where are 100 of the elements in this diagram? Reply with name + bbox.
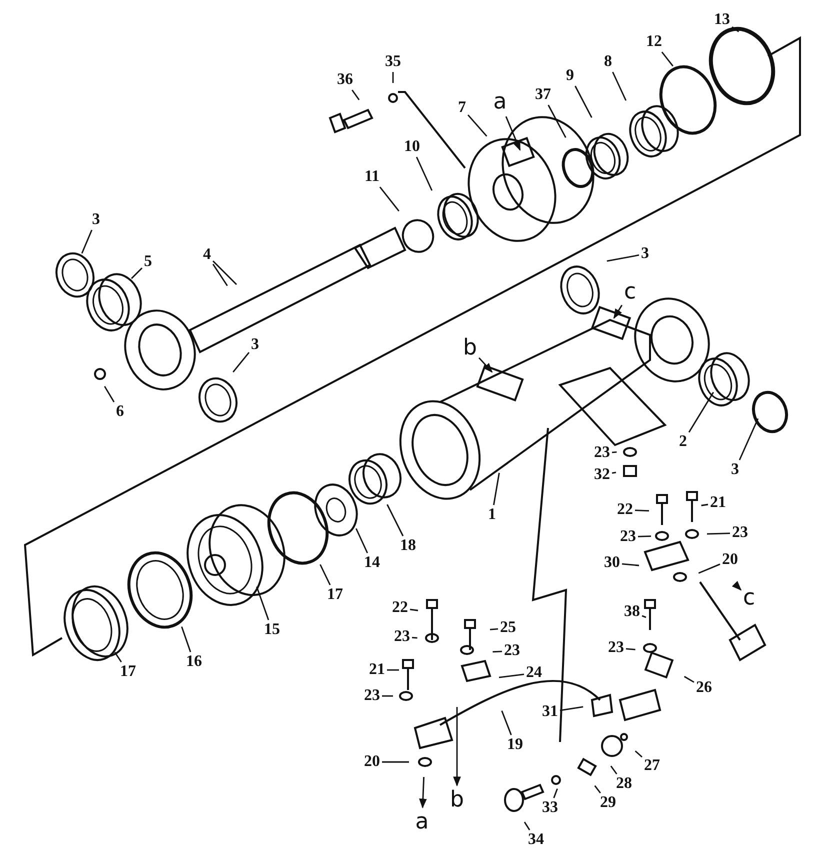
callout-number: 19 [507,737,523,753]
leader-line [498,674,524,678]
callout-number: 3 [92,212,100,228]
callout-number: 35 [385,54,401,70]
leader-line [232,352,250,373]
callout-number: 13 [714,12,730,28]
callout-number: 22 [617,502,633,518]
reference-letter: b [463,336,477,360]
leader-line [212,264,228,286]
reference-letter: a [493,90,507,114]
arrow [453,707,461,786]
callout-number: 10 [404,139,420,155]
leader-line [114,652,122,662]
callout-number: 23 [394,629,410,645]
callout-number: 3 [731,462,739,478]
leader-line [379,186,400,212]
leader-line [684,676,694,683]
callout-number: 21 [710,495,726,511]
callout-number: 36 [337,72,353,88]
callout-number: 15 [264,622,280,638]
leader-line [387,669,399,671]
leader-line [416,156,433,191]
leader-line [104,386,115,402]
leader-line [634,510,650,512]
callout-number: 23 [504,643,520,659]
callout-number: 4 [203,247,211,263]
leader-line [612,72,627,101]
reference-letter: c [624,280,636,304]
leader-line [382,695,393,697]
arrow [732,580,742,591]
callout-number: 11 [364,169,380,185]
leader-line [606,254,640,262]
leader-line [610,766,618,774]
callout-number: 26 [696,680,712,696]
leader-line [553,788,558,798]
callout-number: 27 [644,758,660,774]
reference-letter: c [742,586,756,610]
arrow [478,357,493,373]
callout-number: 16 [186,654,202,670]
reference-letter: a [415,810,429,834]
callout-number: 17 [327,587,343,603]
leader-line [574,86,592,118]
leader-line [412,636,418,639]
leader-line [642,615,646,618]
leader-line [732,26,740,32]
arrow [419,776,427,808]
leader-line [688,392,714,433]
callout-number: 12 [646,34,662,50]
callout-number: 18 [400,538,416,554]
leader-line [661,52,674,67]
leader-line [638,536,652,538]
callout-number: 37 [535,87,551,103]
leader-line [81,230,92,254]
leader-line [131,268,142,279]
leader-line [501,710,512,736]
callout-number: 20 [364,754,380,770]
callout-number: 25 [500,620,516,636]
callout-number: 28 [616,776,632,792]
leader-line [352,90,360,100]
leader-line [490,628,498,630]
callout-number: 30 [604,555,620,571]
callout-number: 29 [600,795,616,811]
callout-number: 23 [732,525,748,541]
callout-number: 24 [526,665,542,681]
arrow [613,304,622,319]
leader-line [392,72,394,83]
leader-line [622,563,640,566]
callout-number: 23 [608,640,624,656]
callout-number: 14 [364,555,380,571]
leader-line [467,114,488,137]
callout-number: 31 [542,704,558,720]
leader-line [355,528,368,554]
callout-number: 34 [528,832,544,848]
arrow [505,116,521,151]
leader-line [548,104,566,138]
leader-line [524,822,530,830]
callout-number: 32 [594,467,610,483]
leader-line [634,750,642,758]
leader-line [738,418,759,460]
leader-line [560,706,584,712]
callout-number: 5 [144,254,152,270]
leader-line [320,564,331,586]
callout-number: 20 [722,552,738,568]
reference-letter: b [450,788,464,812]
callout-number: 23 [620,529,636,545]
callout-number: 38 [624,604,640,620]
leader-line [493,472,500,506]
callout-number: 21 [369,662,385,678]
leader-line [410,608,418,612]
callout-number: 17 [120,664,136,680]
leader-line [626,648,636,650]
callout-number: 2 [679,434,687,450]
leader-line [181,626,192,652]
leader-line [612,472,616,474]
leader-line [212,260,237,285]
leader-line [382,761,409,763]
leader-line [612,451,617,454]
callout-number: 9 [566,68,574,84]
callout-number: 8 [604,54,612,70]
leader-line [256,586,270,620]
